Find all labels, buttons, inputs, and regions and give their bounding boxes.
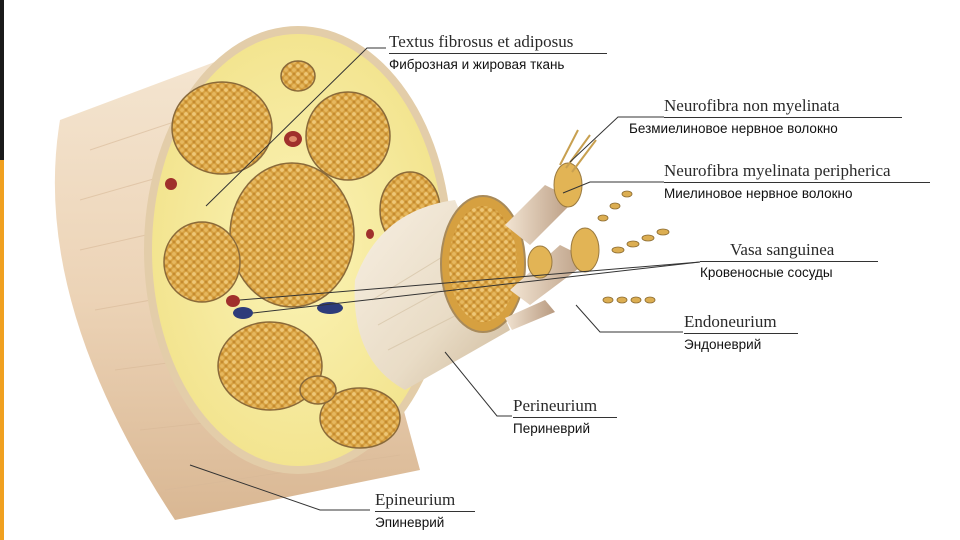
label-rule [700,261,878,262]
fibre-ends [527,162,600,279]
myelinated-fibres [597,190,670,304]
label-rule [389,53,607,54]
label-endoneurium-russian: Эндоневрий [684,337,762,352]
leader-myelinata [562,181,664,194]
fascicle [171,81,273,175]
label-non-myelinata: Neurofibra non myelinata Безмиелиновое н… [629,96,902,137]
leader-lines [189,47,701,511]
label-rule [664,182,930,183]
artery [366,229,374,239]
exposed-fascicle-inner [449,206,517,322]
label-perineurium-russian: Периневрий [513,421,590,436]
label-myelinata-russian: Миелиновое нервное волокно [664,186,853,201]
leader-perineurium [444,351,512,417]
fascicle [280,60,316,92]
label-textus-latin: Textus fibrosus et adiposus [389,32,574,51]
label-rule [664,117,902,118]
fascicle [319,387,401,449]
blood-vessels [165,131,398,319]
label-rule [684,333,798,334]
label-endoneurium: Endoneurium Эндоневрий [684,312,798,353]
leader-epineurium [189,464,370,511]
non-myelinated-fibres [559,129,597,173]
leader-non-myelinata [569,116,664,163]
label-epineurium-latin: Epineurium [375,490,456,509]
leader-textus [205,47,386,207]
label-rule [375,511,475,512]
fascicle [217,321,323,411]
label-vasa-russian: Кровеносные сосуды [700,265,833,280]
label-non-myelinata-russian: Безмиелиновое нервное волокно [629,121,838,136]
label-vasa-latin: Vasa sanguinea [730,240,835,259]
label-myelinata-latin: Neurofibra myelinata peripherica [664,161,891,180]
leader-vasa-1 [239,261,701,301]
leader-vasa-2 [252,261,701,314]
leader-endoneurium [575,304,683,333]
artery-lumen [289,136,297,142]
fascicle [163,221,241,303]
label-non-myelinata-latin: Neurofibra non myelinata [664,96,840,115]
label-myelinata: Neurofibra myelinata peripherica Миелино… [664,161,930,202]
fascicle [229,162,355,308]
label-epineurium: Epineurium Эпиневрий [375,490,475,531]
vein [233,307,253,319]
left-edge-bar-orange [0,160,4,540]
label-endoneurium-latin: Endoneurium [684,312,777,331]
label-epineurium-russian: Эпиневрий [375,515,445,530]
label-vasa: Vasa sanguinea Кровеносные сосуды [700,240,878,281]
fibre-bundle [510,245,590,305]
fascicle [305,91,391,181]
artery [226,295,240,307]
left-edge-bar-dark [0,0,4,160]
fibre-bundle [505,300,555,330]
label-perineurium-latin: Perineurium [513,396,598,415]
artery [165,178,177,190]
label-perineurium: Perineurium Периневрий [513,396,617,437]
label-rule [513,417,617,418]
label-textus-russian: Фиброзная и жировая ткань [389,57,565,72]
fascicle [299,375,337,405]
label-textus: Textus fibrosus et adiposus Фиброзная и … [389,32,607,73]
